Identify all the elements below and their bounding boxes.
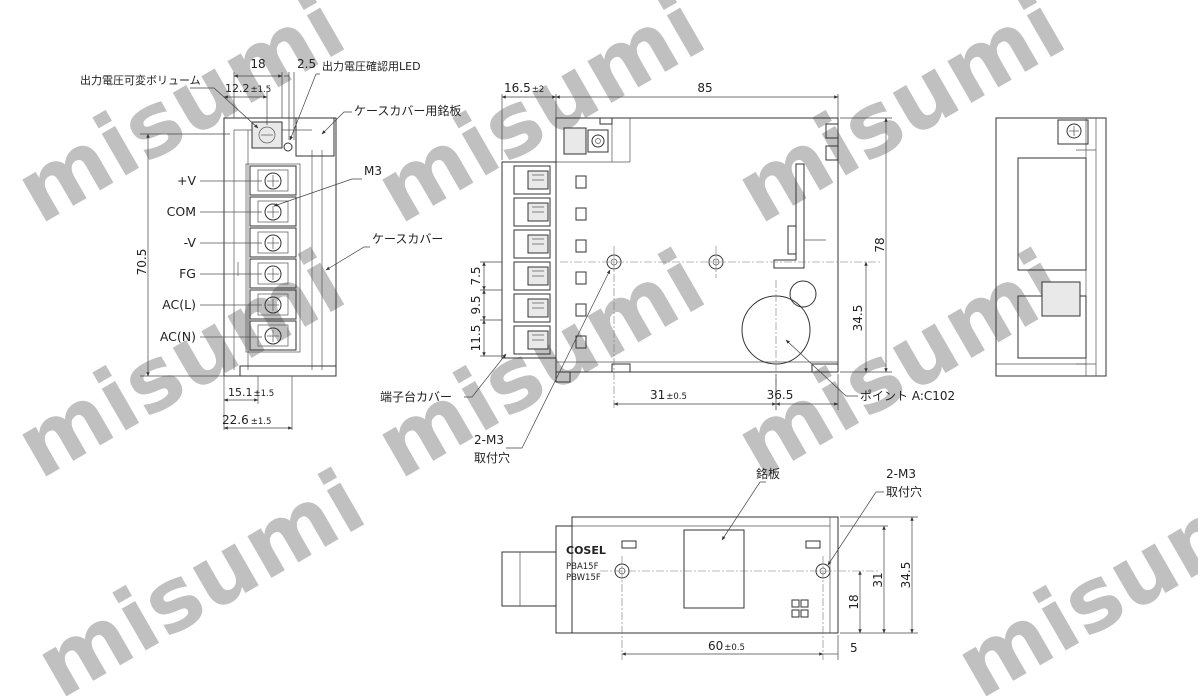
terminal-cell-side (513, 293, 551, 323)
dim-bottom-depth: 34.5 (899, 562, 913, 589)
dim-height: 70.5 (135, 249, 149, 276)
callout-led: 出力電圧確認用LED (322, 59, 421, 73)
dim-bottom-hole-y2: 31 (871, 572, 885, 587)
dim-hole-spacing: 36.5 (767, 388, 794, 402)
terminal-cell (249, 227, 297, 258)
dim-side-offset: 16.5±2 (504, 81, 544, 95)
side-view: 16.5±2 85 78 34.5 7.5 9.5 11.5 31±0.5 36… (469, 81, 955, 465)
front-view: +V COM -V FG AC(L) AC(N) 18 2.5 12.2±1.5… (80, 57, 507, 430)
terminal-screw (264, 172, 282, 190)
terminal-cell-side (513, 325, 551, 355)
brand-logo: COSEL (566, 544, 606, 557)
dim-width-18: 18 (250, 57, 265, 71)
callout-point: ポイント A:C102 (860, 389, 955, 403)
dim-side-height: 78 (873, 237, 887, 252)
terminal-cell-side (513, 261, 551, 291)
dim-pitch: 11.5 (469, 325, 483, 352)
callout-case-cover: ケースカバー (372, 232, 443, 246)
terminal-cell-side (513, 229, 551, 259)
terminal-cell-side (513, 197, 551, 227)
terminal-label: +V (177, 173, 196, 188)
dim-bottom-hole-y: 18 (847, 594, 861, 609)
bottom-nameplate (683, 529, 745, 609)
terminal-block-side (513, 165, 551, 355)
callout-volume: 出力電圧可変ボリューム (80, 73, 201, 87)
dim-bottom-offset: 15.1±1.5 (228, 386, 274, 399)
terminal-cell (249, 320, 297, 351)
watermark-text: misumi (19, 450, 381, 700)
terminal-cell (249, 258, 297, 289)
terminal-label: -V (184, 235, 197, 250)
led-indicator (283, 142, 293, 152)
terminal-cell (249, 196, 297, 227)
terminal-cell (249, 165, 297, 196)
callout-screw: M3 (364, 164, 382, 178)
terminal-label: FG (179, 266, 196, 281)
callout-terminal-cover: 端子台カバー (380, 389, 452, 404)
callout-mount-holes: 取付穴 (474, 450, 510, 465)
watermark-text: misumi (939, 450, 1198, 700)
callout-bottom-holes: 取付穴 (886, 484, 922, 499)
callout-bottom-holes: 2-M3 (886, 467, 916, 481)
terminal-screw (264, 234, 282, 252)
terminal-label: COM (167, 204, 196, 219)
terminal-screw (264, 327, 282, 345)
dim-bottom-spacing: 60±0.5 (708, 639, 745, 653)
dim-base-width: 22.6±1.5 (222, 413, 271, 427)
bottom-body (571, 516, 839, 634)
terminal-label: AC(L) (162, 297, 196, 312)
terminal-screw (264, 265, 282, 283)
rear-view (995, 117, 1107, 377)
model-label: PBA15F (566, 562, 599, 572)
callout-bottom-nameplate: 銘板 (756, 466, 780, 481)
terminal-cell-side (513, 165, 551, 195)
callout-mount-holes: 2-M3 (474, 433, 504, 447)
bottom-view: COSEL PBA15F PBW15F 銘板 2-M3 取付穴 60±0.5 5 (501, 466, 922, 660)
dim-hole-x: 31±0.5 (650, 388, 687, 402)
terminal-cell (249, 289, 297, 320)
terminal-label: AC(N) (160, 329, 196, 344)
terminal-screw (264, 296, 282, 314)
dim-volume-offset: 12.2±1.5 (225, 82, 271, 95)
nameplate (295, 117, 335, 157)
mount-hole (708, 254, 724, 270)
dim-length: 85 (697, 81, 712, 95)
model-label: PBW15F (566, 573, 601, 583)
terminal-screw (264, 203, 282, 221)
watermark-text: misumi (719, 0, 1081, 243)
dim-pitch: 9.5 (469, 295, 483, 314)
callout-nameplate: ケースカバー用銘板 (354, 103, 461, 118)
dim-led-offset: 2.5 (297, 57, 316, 71)
dim-bottom-edge: 5 (850, 641, 858, 655)
dim-pitch: 7.5 (469, 266, 483, 285)
dim-hole-height: 34.5 (851, 305, 865, 332)
terminal-block (245, 163, 301, 353)
rear-body (995, 117, 1107, 377)
